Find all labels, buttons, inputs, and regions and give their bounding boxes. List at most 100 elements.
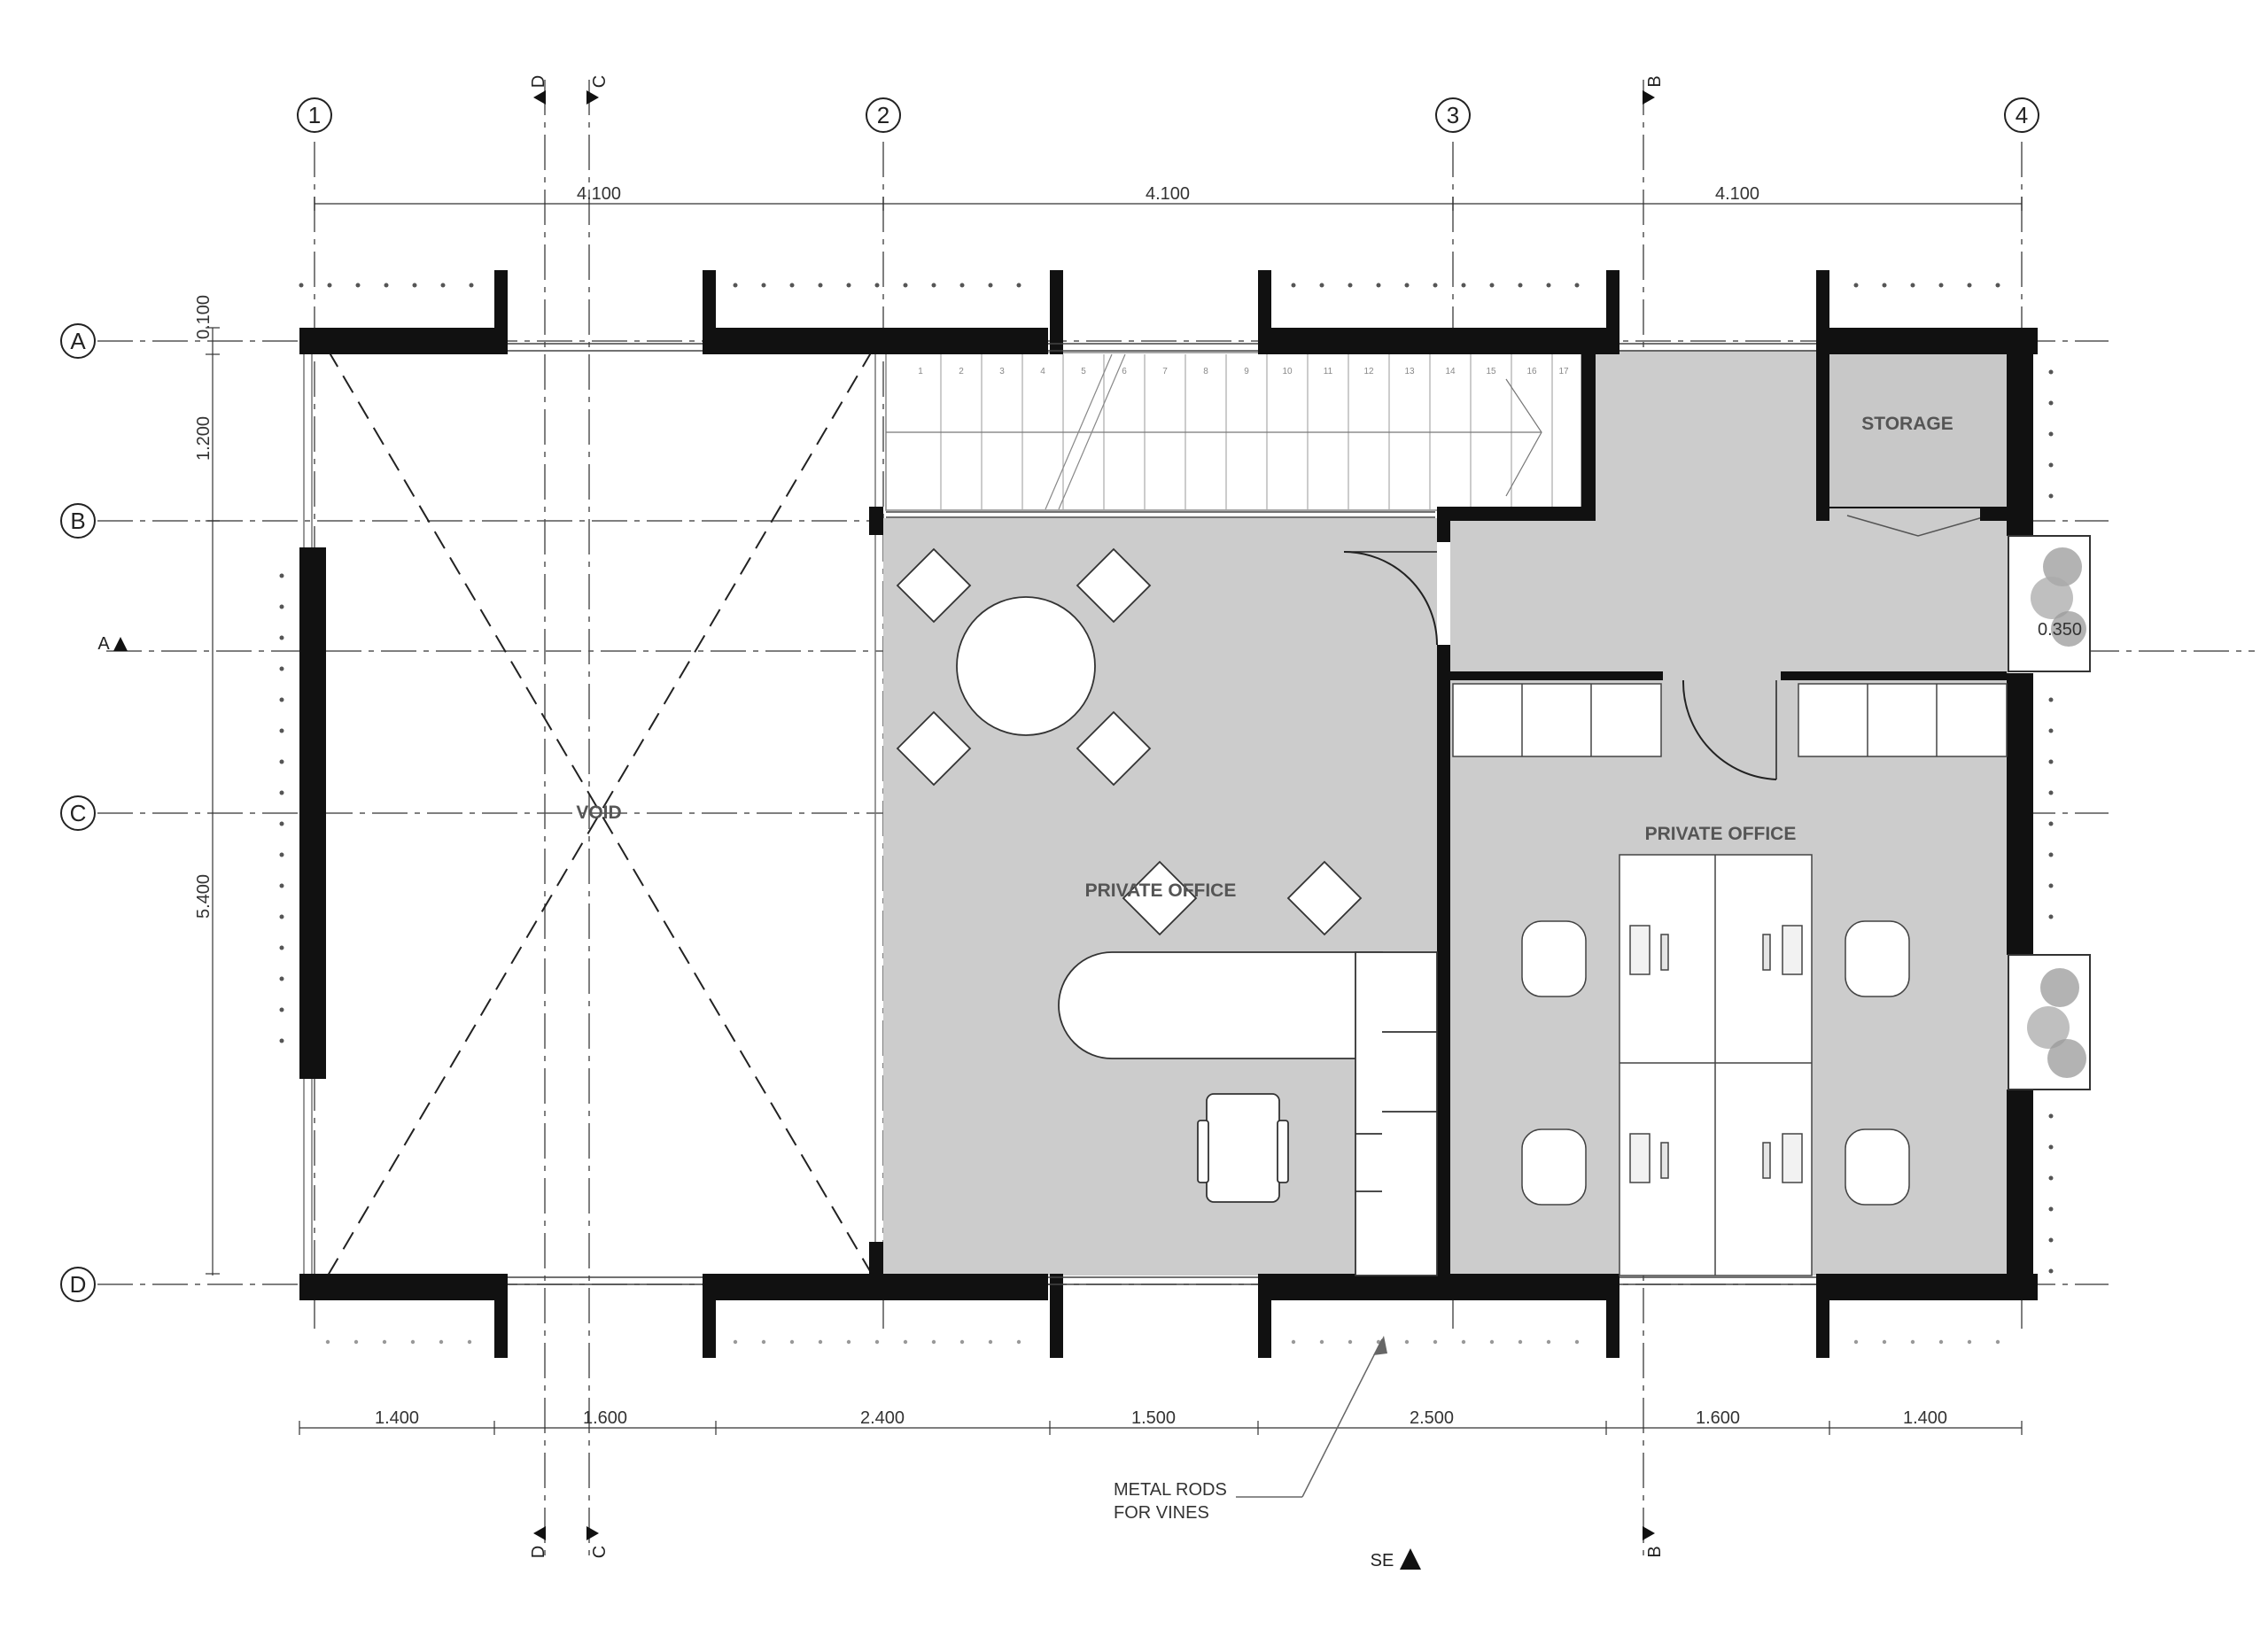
sofa xyxy=(1798,683,2008,757)
section-label-a: A xyxy=(97,634,110,654)
dimension-text: 4.100 4.100 4.100 1.400 1.600 2.400 1.50… xyxy=(194,184,2082,1428)
grid-bubbles xyxy=(60,97,2039,1302)
section-label-d-bottom: D xyxy=(529,1546,548,1558)
office-chair xyxy=(1521,920,1587,997)
left-office-furniture xyxy=(896,547,1438,1276)
svg-text:16: 16 xyxy=(1526,367,1537,376)
chair xyxy=(1076,710,1152,787)
dim-bottom-7: 1.400 xyxy=(1903,1408,1947,1428)
rods-top xyxy=(299,283,2000,288)
grid-label-1: 1 xyxy=(308,102,321,128)
label-storage: STORAGE xyxy=(1861,414,1953,434)
svg-text:10: 10 xyxy=(1282,367,1293,376)
grid-label-a: A xyxy=(70,328,86,354)
svg-text:13: 13 xyxy=(1404,367,1415,376)
svg-text:1: 1 xyxy=(918,367,923,376)
chair xyxy=(1076,547,1152,624)
planter-bottom xyxy=(2008,954,2091,1090)
svg-text:4: 4 xyxy=(1040,367,1045,376)
glazing xyxy=(508,343,1816,1285)
svg-text:14: 14 xyxy=(1445,367,1456,376)
door-swing-office-left xyxy=(1343,551,1438,646)
grid-label-2: 2 xyxy=(877,102,889,128)
chair xyxy=(896,710,972,787)
grid-label-4: 4 xyxy=(2016,102,2028,128)
metal-rods-annotation: METAL RODS FOR VINES xyxy=(1114,1336,1387,1523)
section-label-b-bottom: B xyxy=(1645,1546,1665,1557)
svg-text:12: 12 xyxy=(1363,367,1374,376)
dim-bottom-3: 2.400 xyxy=(860,1408,905,1428)
grid-label-b: B xyxy=(70,508,85,534)
svg-text:8: 8 xyxy=(1203,367,1208,376)
stair-step-numbers: 1 2 3 4 5 6 7 8 9 10 11 12 13 14 15 16 1… xyxy=(918,367,1569,376)
section-label-c-bottom: C xyxy=(590,1546,610,1558)
dim-left-1: 0.100 xyxy=(194,295,214,339)
label-void: VOID xyxy=(576,803,621,823)
svg-text:6: 6 xyxy=(1122,367,1127,376)
doors xyxy=(1343,551,1777,780)
dim-bottom-1: 1.400 xyxy=(375,1408,419,1428)
grid-label-d: D xyxy=(70,1271,87,1298)
svg-text:5: 5 xyxy=(1081,367,1086,376)
grid-label-c: C xyxy=(70,800,87,826)
rods-right xyxy=(2048,369,2054,1274)
reception-desk xyxy=(1058,951,1383,1059)
office-chair xyxy=(1521,1128,1587,1206)
storage-room xyxy=(1826,352,2009,537)
lounge-chair xyxy=(1286,860,1363,936)
section-arrow-c-top xyxy=(586,90,599,105)
label-private-office-right: PRIVATE OFFICE xyxy=(1645,824,1797,844)
right-office-furniture xyxy=(1452,683,2008,1276)
dim-top-1: 4.100 xyxy=(577,184,621,204)
section-arrow-se xyxy=(1400,1548,1421,1570)
section-arrow-c-bottom xyxy=(586,1526,599,1540)
dimension-lines xyxy=(206,197,2023,1435)
dim-top-3: 4.100 xyxy=(1715,184,1759,204)
dim-right: 0.350 xyxy=(2038,620,2082,640)
section-label-se: SE xyxy=(1371,1551,1394,1570)
door-swing-office-right xyxy=(1682,679,1777,780)
stair xyxy=(885,352,1582,511)
desk-chair xyxy=(1206,1093,1280,1203)
section-markers xyxy=(113,90,1655,1570)
section-arrow-d-top xyxy=(533,90,546,105)
rods-left xyxy=(279,573,284,1043)
dim-top-2: 4.100 xyxy=(1146,184,1190,204)
label-private-office-left: PRIVATE OFFICE xyxy=(1085,880,1237,901)
stair-treads xyxy=(886,353,1553,510)
planter-top xyxy=(2008,535,2091,672)
chair xyxy=(896,547,972,624)
dim-bottom-6: 1.600 xyxy=(1696,1408,1740,1428)
svg-text:11: 11 xyxy=(1324,367,1333,376)
section-arrow-d-bottom xyxy=(533,1526,546,1540)
section-label-b-top: B xyxy=(1645,75,1665,87)
lounge-chair xyxy=(1122,860,1198,936)
grid-label-3: 3 xyxy=(1447,102,1459,128)
section-marker-labels: D C B D C B A SE xyxy=(97,75,1665,1570)
room-labels: VOID PRIVATE OFFICE PRIVATE OFFICE STORA… xyxy=(576,414,1953,901)
office-chair xyxy=(1845,920,1910,997)
dim-left-2: 1.200 xyxy=(194,416,214,461)
annotation-line-2: FOR VINES xyxy=(1114,1503,1209,1523)
svg-text:17: 17 xyxy=(1558,367,1569,376)
sofa xyxy=(1452,683,1662,757)
svg-text:3: 3 xyxy=(999,367,1005,376)
dim-bottom-4: 1.500 xyxy=(1131,1408,1176,1428)
dim-left-3: 5.400 xyxy=(194,874,214,919)
section-arrow-b-bottom xyxy=(1643,1526,1655,1540)
walls xyxy=(299,270,2038,1358)
svg-text:2: 2 xyxy=(959,367,964,376)
cabinet xyxy=(1355,951,1438,1276)
dim-bottom-5: 2.500 xyxy=(1410,1408,1454,1428)
dim-bottom-2: 1.600 xyxy=(583,1408,627,1428)
grid-bubble-labels: 1 2 3 4 A B C D xyxy=(70,102,2029,1298)
section-label-c-top: C xyxy=(590,75,610,88)
round-table xyxy=(956,596,1096,736)
metal-rods xyxy=(279,283,2054,1345)
rods-bottom xyxy=(325,1339,2000,1345)
svg-text:9: 9 xyxy=(1244,367,1249,376)
section-arrow-b-top xyxy=(1643,90,1655,105)
section-arrow-a xyxy=(113,637,128,651)
section-label-d-top: D xyxy=(529,75,548,88)
